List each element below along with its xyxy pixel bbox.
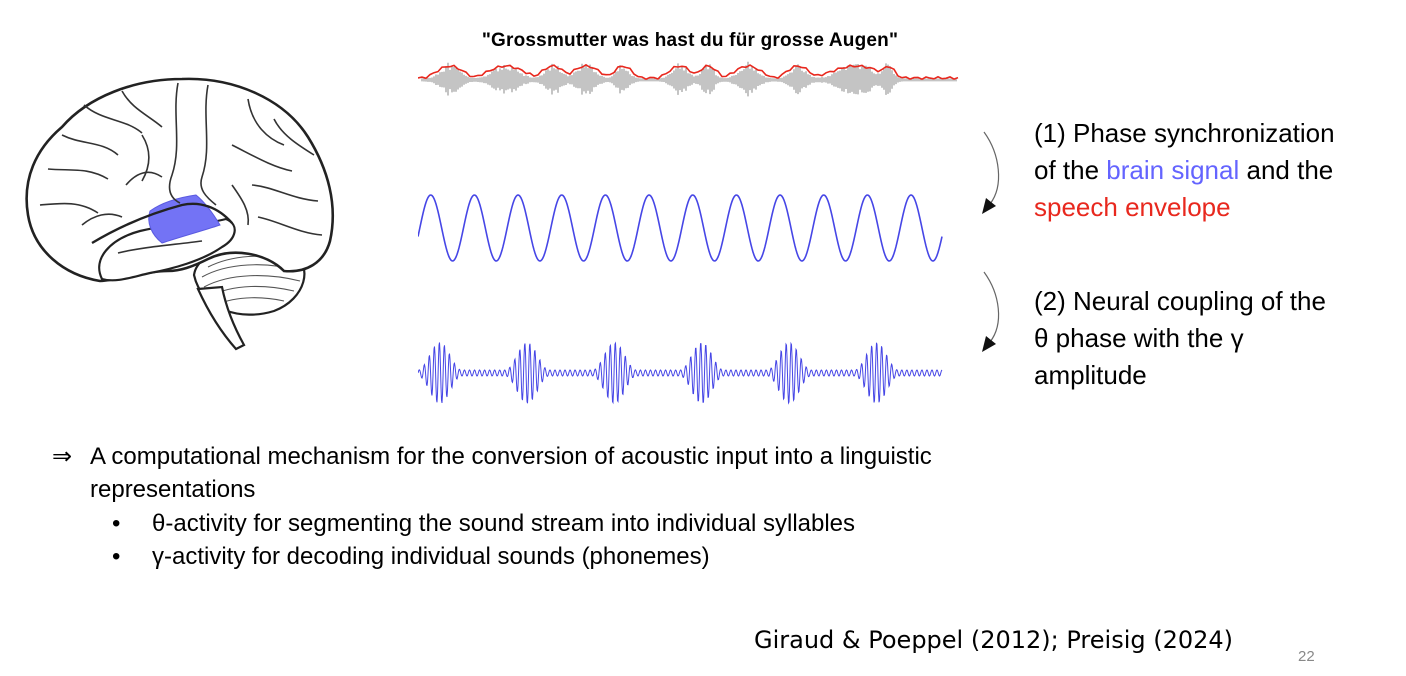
conclusion: ⇒ A computational mechanism for the conve… (52, 440, 932, 506)
conclusion-line1: A computational mechanism for the conver… (90, 443, 932, 470)
auditory-cortex-highlight (148, 194, 221, 244)
bullet-theta: • θ-activity for segmenting the sound str… (112, 507, 855, 540)
cerebrum (25, 77, 334, 283)
curved-arrow-2 (982, 271, 1000, 352)
brainstem (196, 285, 246, 351)
gamma-wave (418, 341, 943, 405)
gamma-wave-line (418, 341, 943, 405)
page-number: 22 (1298, 648, 1315, 665)
step1-line2-pre: of the (1034, 155, 1107, 185)
bullet-gamma-text: γ-activity for decoding individual sound… (152, 543, 710, 570)
step1-text: (1) Phase synchronization of the brain s… (1034, 115, 1406, 226)
conclusion-line2: representations (90, 476, 256, 503)
curved-arrow-1-head (982, 198, 996, 214)
bullet-dot-icon: • (112, 510, 121, 537)
bullet-dot-icon: • (112, 543, 121, 570)
cortical-folds (39, 82, 323, 254)
step1-line2: of the brain signal and the (1034, 152, 1406, 189)
speech-envelope-line (418, 63, 959, 81)
step1-line1: (1) Phase synchronization (1034, 118, 1335, 148)
curved-arrow-2-head (982, 336, 996, 352)
bullet-gamma: • γ-activity for decoding individual soun… (112, 540, 710, 573)
citation: Giraud & Poeppel (2012); Preisig (2024) (754, 626, 1234, 654)
step1-line2-post: and the (1239, 155, 1334, 185)
brain-illustration (25, 77, 334, 351)
curved-arrow-2-stem (983, 271, 1000, 343)
temporal-lobe (98, 217, 236, 282)
step2-line2: θ phase with the γ (1034, 323, 1244, 353)
theta-wave (418, 194, 943, 262)
speech-quote: "Grossmutter was hast du für grosse Auge… (481, 30, 899, 51)
speech-waveform (418, 61, 959, 97)
brain-signal-label: brain signal (1106, 155, 1240, 185)
step2-line3: amplitude (1034, 360, 1147, 390)
bullet-theta-text: θ-activity for segmenting the sound stre… (152, 510, 856, 537)
theta-wave-line (418, 194, 943, 262)
step2-text: (2) Neural coupling of the θ phase with … (1034, 283, 1406, 394)
step2-line1: (2) Neural coupling of the (1034, 286, 1326, 316)
sylvian-fissure (91, 202, 233, 245)
implies-arrow-icon: ⇒ (52, 443, 73, 470)
speech-oscillogram (421, 61, 957, 97)
speech-envelope-label: speech envelope (1034, 192, 1231, 222)
curved-arrow-1 (982, 131, 1000, 214)
curved-arrow-1-stem (983, 131, 1000, 205)
